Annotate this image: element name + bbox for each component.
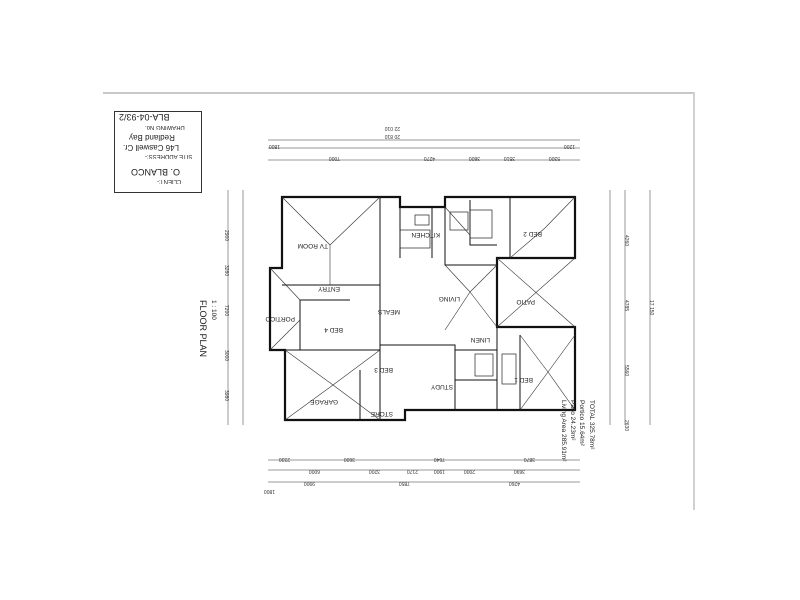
dim-right-chain-2: 5560 <box>623 365 629 376</box>
laundry-fixture <box>449 211 469 231</box>
plan-scale: 1 : 100 <box>210 300 217 320</box>
dim-bottom-chain2-5: 3690 <box>514 468 525 474</box>
bathroom-fixture <box>469 209 493 239</box>
room-store: STORE <box>370 410 393 417</box>
dim-bottom-left: 1800 <box>264 488 275 494</box>
room-bed1: BED 1 <box>514 376 533 383</box>
dim-bottom-chain-0: 2330 <box>279 456 290 462</box>
title-block: CLIENT:- O. BLANCO SITE ADDRESS:- L46 Ca… <box>114 111 202 193</box>
plan-title: FLOOR PLAN <box>198 300 208 357</box>
dim-left-chain-2: 7200 <box>223 305 229 316</box>
dim-bottom-chain-2: 7640 <box>434 456 445 462</box>
kitchen-bench <box>399 229 431 249</box>
dim-bottom-chain2-4: 2000 <box>464 468 475 474</box>
sink <box>414 214 430 226</box>
dim-top-right: 1200 <box>564 143 575 149</box>
dim-bottom-total-2: 4260 <box>509 480 520 486</box>
dim-left-chain-1: 3280 <box>223 265 229 276</box>
room-living: LIVING <box>439 295 460 302</box>
sheet-right-edge <box>693 92 695 510</box>
room-portico: PORTICO <box>266 315 296 322</box>
dim-top-left: 1800 <box>269 143 280 149</box>
dim-left-chain-4: 3980 <box>223 390 229 401</box>
dim-right-overall: 17 150 <box>648 300 654 316</box>
room-patio: PATIO <box>516 298 535 305</box>
dim-top-chain-4: 5300 <box>549 155 560 161</box>
dim-left-chain-3: 3000 <box>223 350 229 361</box>
area-total: TOTAL 325.78m² <box>588 400 595 450</box>
sheet-top-edge <box>103 92 695 94</box>
area-patio: Patio 24.23m² <box>569 400 576 441</box>
dim-bottom-chain2-2: 2170 <box>407 468 418 474</box>
room-linen: LINEN <box>471 336 490 343</box>
room-bed3: BED 3 <box>374 366 393 373</box>
area-portico: Portico 15.64m² <box>578 400 585 447</box>
room-tv-room: TV ROOM <box>298 242 328 249</box>
dim-top-sub: 20 810 <box>384 133 400 139</box>
dim-bottom-total-1: 7850 <box>399 480 410 486</box>
room-entry: ENTRY <box>317 285 340 292</box>
room-meals: MEALS <box>377 308 400 315</box>
dim-left-chain-0: 2900 <box>223 230 229 241</box>
dim-bottom-chain2-3: 1900 <box>434 468 445 474</box>
room-bed2: BED 2 <box>523 230 542 237</box>
ensuite-fixture <box>474 353 494 377</box>
dim-top-chain-1: 4270 <box>424 155 435 161</box>
dim-top-chain-0: 7000 <box>329 155 340 161</box>
room-kitchen: KITCHEN <box>411 231 440 238</box>
dim-bottom-chain-1: 3600 <box>344 456 355 462</box>
wardrobe <box>501 353 517 385</box>
room-bed4: BED 4 <box>324 326 343 333</box>
room-study: STUDY <box>430 383 453 390</box>
dim-right-chain-0: 4260 <box>623 235 629 246</box>
dim-bottom-chain2-0: 6000 <box>309 468 320 474</box>
dim-top-chain-2: 3600 <box>469 155 480 161</box>
dim-bottom-chain-3: 3870 <box>524 456 535 462</box>
dim-bottom-chain2-1: 3200 <box>369 468 380 474</box>
dim-right-chain-1: 4785 <box>623 300 629 311</box>
dim-top-chain-3: 3510 <box>504 155 515 161</box>
dim-bottom-total-0: 9900 <box>304 480 315 486</box>
dim-right-chain-3: 2630 <box>623 420 629 431</box>
room-garage: GARAGE <box>310 398 338 405</box>
area-living: Living Area 285.91m² <box>560 400 567 462</box>
dim-top-overall: 22 010 <box>384 125 400 131</box>
